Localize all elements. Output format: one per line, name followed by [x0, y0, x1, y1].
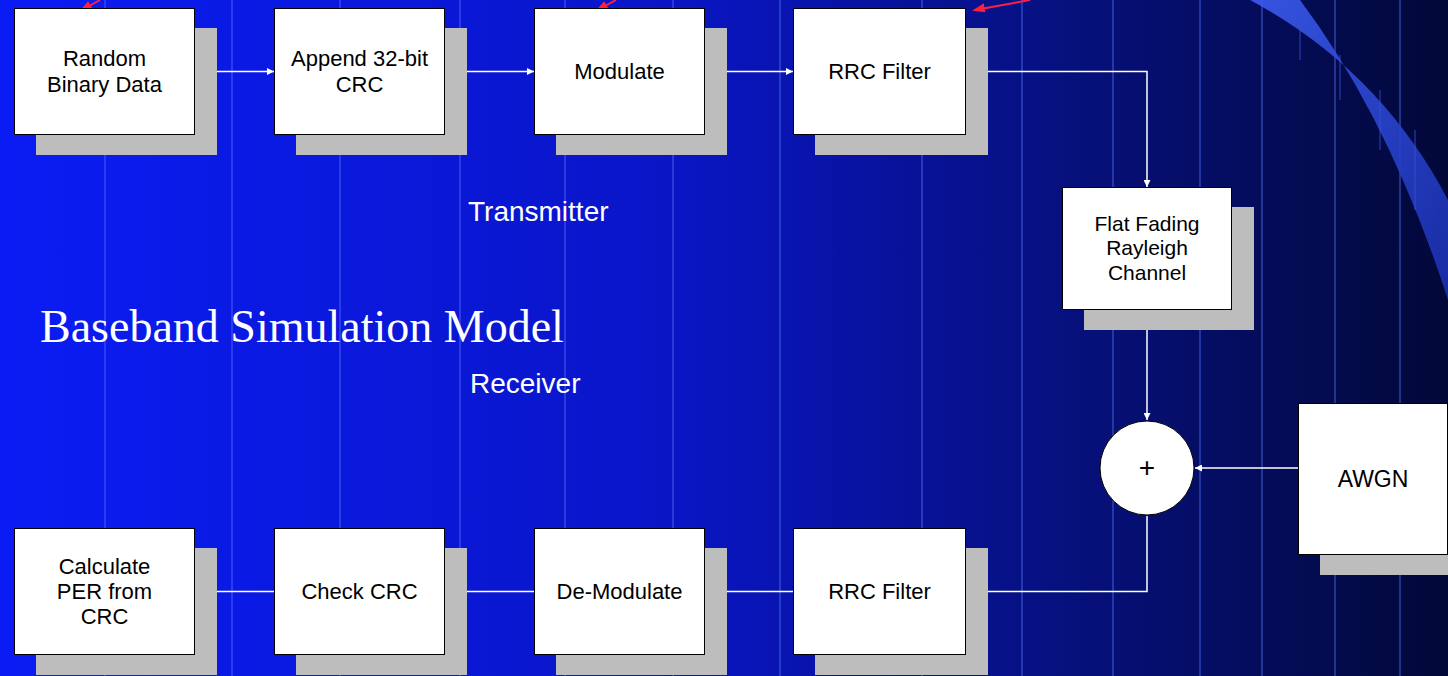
- filter-box: RRC Filter: [793, 528, 966, 655]
- noise-source-box: AWGN: [1298, 403, 1448, 555]
- process-box: Modulate: [534, 8, 705, 135]
- node-text: Calculate PER from CRC: [37, 554, 172, 630]
- node-text: RRC Filter: [828, 59, 931, 84]
- signal-arrow: [445, 591, 534, 593]
- signal-arrow: [966, 516, 1147, 592]
- swoosh: [1250, 0, 1448, 300]
- process-box: Check CRC: [274, 528, 445, 655]
- signal-arrow: [705, 71, 793, 73]
- node-text: Flat Fading Rayleigh Channel: [1075, 212, 1219, 284]
- signal-arrow: [445, 71, 534, 73]
- process-box: De-Modulate: [534, 528, 705, 655]
- summing-junction: +: [1099, 420, 1195, 516]
- node-text: RRC Filter: [828, 579, 931, 604]
- signal-arrow: [195, 591, 274, 593]
- signal-arrow: [1195, 467, 1298, 469]
- node-text: Modulate: [574, 59, 665, 84]
- signal-arrow: [195, 71, 274, 73]
- node-text: Random Binary Data: [37, 46, 172, 97]
- signal-arrow: [705, 591, 793, 593]
- node-text: +: [1139, 452, 1155, 484]
- section-label: Transmitter: [468, 196, 609, 228]
- process-box: Calculate PER from CRC: [14, 528, 195, 655]
- node-text: Check CRC: [301, 579, 417, 604]
- filter-box: RRC Filter: [793, 8, 966, 135]
- signal-arrow: [966, 72, 1147, 188]
- signal-arrow: [1146, 310, 1148, 420]
- node-text: Append 32-bit CRC: [289, 46, 430, 97]
- process-box: Random Binary Data: [14, 8, 195, 135]
- diagram-title: Baseband Simulation Model: [40, 300, 564, 353]
- channel-box: Flat Fading Rayleigh Channel: [1062, 187, 1232, 310]
- node-text: De-Modulate: [557, 579, 683, 604]
- node-text: AWGN: [1338, 466, 1409, 492]
- process-box: Append 32-bit CRC: [274, 8, 445, 135]
- section-label: Receiver: [470, 368, 580, 400]
